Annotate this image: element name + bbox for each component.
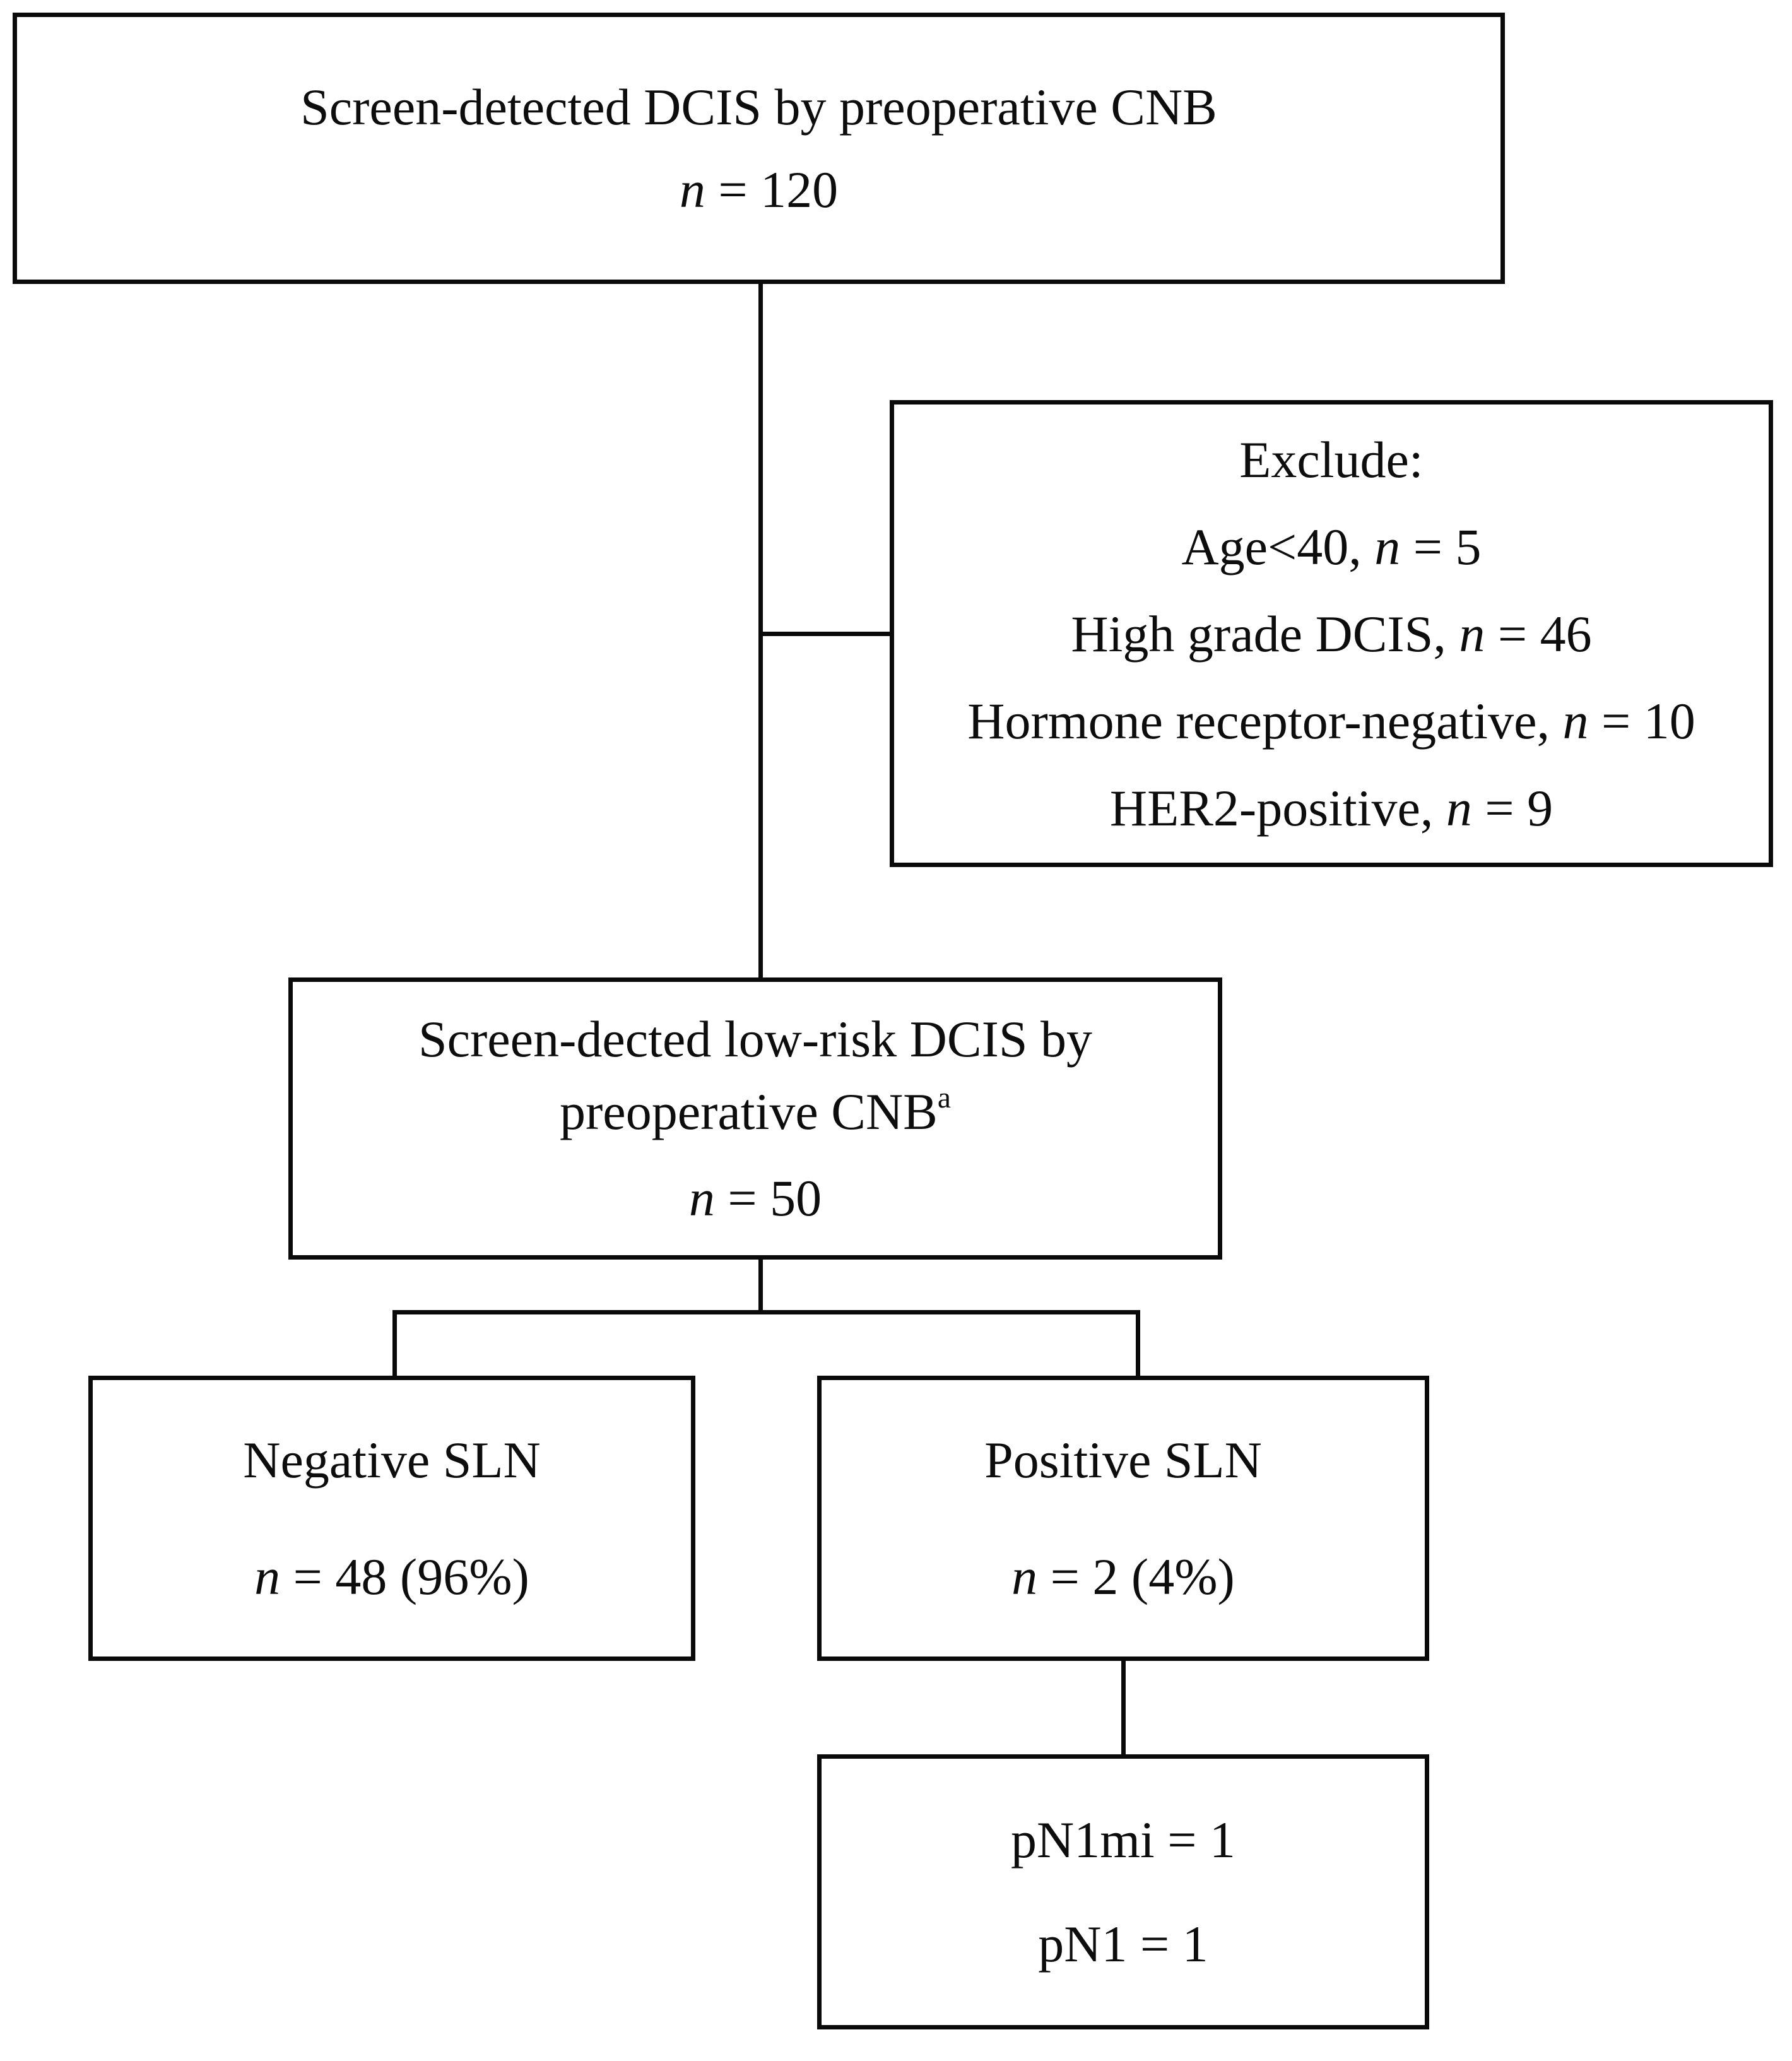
connector-branch-to-positive: [1136, 1310, 1140, 1376]
box-screen-detected-dcis: Screen-detected DCIS by preoperative CNB…: [13, 13, 1505, 284]
box-low-risk-dcis: Screen-dected low-risk DCIS by preoperati…: [288, 977, 1222, 1260]
box-text-line: n = 2 (4%): [1011, 1548, 1235, 1605]
box-pn-stage: pN1mi = 1 pN1 = 1: [817, 1754, 1429, 2029]
connector-branch-horizontal: [392, 1310, 1140, 1314]
connector-lowrisk-to-branch: [758, 1260, 763, 1314]
box-text-line: n = 50: [688, 1169, 822, 1227]
box-text-line: pN1mi = 1: [1010, 1811, 1236, 1869]
connector-top-to-lowrisk: [758, 284, 763, 977]
box-positive-sln: Positive SLN n = 2 (4%): [817, 1376, 1429, 1661]
box-text-line: n = 120: [679, 161, 839, 218]
box-text-line: Positive SLN: [984, 1431, 1262, 1489]
box-text-line: Exclude:: [1239, 430, 1424, 488]
box-text-line: n = 48 (96%): [254, 1548, 529, 1605]
box-text-line: High grade DCIS, n = 46: [1071, 605, 1592, 663]
box-text-line: Age<40, n = 5: [1181, 517, 1482, 576]
connector-branch-to-negative: [392, 1310, 397, 1376]
box-text-line: Screen-dected low-risk DCIS by: [418, 1010, 1092, 1068]
box-negative-sln: Negative SLN n = 48 (96%): [88, 1376, 695, 1661]
box-text-line: HER2-positive, n = 9: [1109, 779, 1553, 837]
box-exclude-criteria: Exclude: Age<40, n = 5 High grade DCIS, n …: [890, 400, 1773, 867]
box-text-line: Screen-detected DCIS by preoperative CNB: [300, 78, 1217, 136]
box-text-line: preoperative CNBa: [560, 1082, 951, 1140]
connector-positive-to-pn: [1121, 1661, 1126, 1754]
box-text-line: pN1 = 1: [1038, 1915, 1208, 1973]
box-text-line: Hormone receptor-negative, n = 10: [967, 692, 1695, 750]
connector-trunk-to-exclude: [758, 632, 890, 636]
box-text-line: Negative SLN: [243, 1431, 541, 1489]
